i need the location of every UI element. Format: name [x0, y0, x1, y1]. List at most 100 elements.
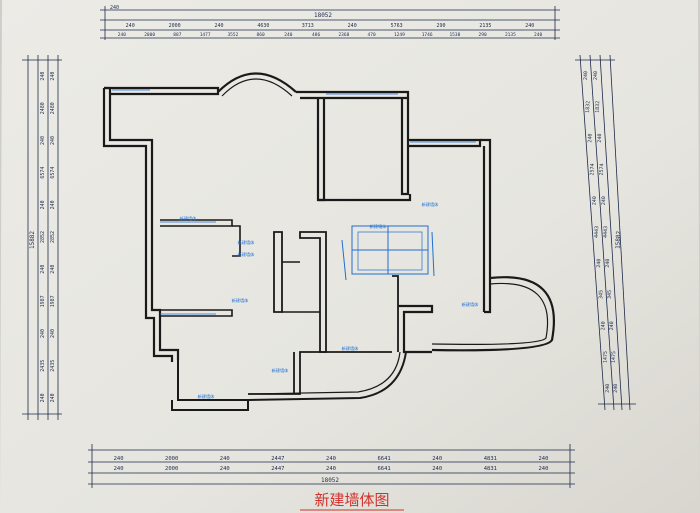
floor-plan-walls [102, 72, 555, 411]
dimension-label: 2435 [40, 360, 46, 372]
dimension-label: 2135 [505, 32, 516, 38]
center-stair-box [341, 225, 435, 281]
dimension-label: 2852 [40, 231, 46, 243]
dimension-label: 1475 [611, 351, 617, 363]
dimension-label: 1249 [394, 32, 405, 38]
dimension-label: 6641 [377, 466, 390, 472]
dimension-label: 3713 [302, 23, 314, 29]
left-overall-dimension: 15882 [29, 231, 36, 249]
wall-annotation-label: 新建墙体 [232, 297, 250, 304]
dimension-label: 2000 [165, 466, 178, 472]
dimension-label: 4443 [594, 226, 600, 238]
dimension-label: 2480 [40, 102, 46, 114]
dimension-label: 240 [432, 466, 442, 472]
dimension-label: 240 [118, 32, 126, 38]
right-dimension-chain [575, 54, 636, 411]
dimension-label: 240 [40, 136, 46, 145]
dimension-label: 2000 [144, 32, 155, 38]
dimension-label: 240 [214, 23, 223, 29]
right-overall-dimension: 15882 [615, 230, 623, 249]
dimension-label: 240 [613, 384, 619, 393]
dimension-label: 2447 [271, 456, 284, 462]
wall-annotation-label: 新建墙体 [198, 393, 216, 400]
bottom-overall-dimension: 18052 [321, 477, 339, 484]
dimension-label: 887 [173, 32, 181, 38]
drawing-title: 新建墙体图 [314, 491, 389, 509]
dimension-label: 240 [220, 466, 230, 472]
dimension-label: 240 [40, 265, 46, 274]
dimension-label: 240 [40, 393, 46, 402]
dimension-label: 240 [50, 265, 56, 274]
dimension-label: 1987 [40, 295, 46, 307]
right-dimension-row-1: 240 1832 240 2574 240 4443 240 345 240 1475 240 [583, 71, 611, 393]
dimension-label: 4831 [484, 456, 497, 462]
dimension-label: 290 [436, 23, 445, 29]
wall-annotation-label: 新建墙体 [238, 251, 256, 258]
dimension-label: 240 [50, 72, 56, 81]
dimension-label: 345 [607, 290, 613, 299]
dimension-label: 1538 [449, 32, 460, 38]
wall-annotation-label: 新建墙体 [238, 239, 256, 246]
top-overall-dimension: 18052 [314, 12, 332, 19]
right-dimension-row-2: 240 1832 240 2574 240 4443 240 345 240 1475 240 [593, 71, 619, 393]
dimension-label: 240 [40, 72, 46, 81]
dimension-label: 240 [50, 329, 56, 338]
dimension-label: 2000 [165, 456, 178, 462]
dimension-label: 240 [534, 32, 542, 38]
dimension-label: 240 [583, 71, 589, 80]
wall-annotation-label: 新建墙体 [422, 201, 440, 208]
wall-annotation-label: 新建墙体 [180, 215, 198, 222]
wall-annotation-label: 新建墙体 [462, 301, 480, 308]
dimension-label: 240 [114, 466, 124, 472]
window-markers [112, 89, 476, 315]
dimension-label: 2574 [589, 163, 595, 175]
dimension-label: 240 [326, 456, 336, 462]
dimension-label: 240 [538, 456, 548, 462]
dimension-label: 240 [326, 466, 336, 472]
dimension-label: 2000 [169, 23, 181, 29]
dimension-label: 240 [40, 329, 46, 338]
dimension-label: 1746 [422, 32, 433, 38]
dimension-label: 1475 [603, 351, 609, 363]
top-dimension-chain [100, 6, 560, 40]
dimension-label: 4831 [484, 466, 497, 472]
dimension-label: 240 [593, 71, 599, 80]
dimension-label: 240 [592, 196, 598, 205]
wall-annotation-label: 新建墙体 [342, 345, 360, 352]
dimension-label: 240 [525, 23, 534, 29]
dimension-label: 240 [596, 259, 602, 268]
dimension-label: 6574 [40, 167, 46, 179]
dimension-label: 240 [220, 456, 230, 462]
dimension-label: 240 [609, 321, 615, 330]
dimension-label: 240 [284, 32, 292, 38]
dimension-label: 240 [50, 393, 56, 402]
dimension-label: 2368 [338, 32, 349, 38]
dimension-label: 486 [312, 32, 320, 38]
dimension-label: 4630 [257, 23, 269, 29]
wall-annotation-label: 新建墙体 [370, 223, 388, 230]
dimension-label: 2135 [479, 23, 491, 29]
dimension-label: 4443 [603, 226, 609, 238]
dimension-label: 240 [601, 196, 607, 205]
dimension-label: 240 [587, 134, 593, 143]
dimension-label: 240 [348, 23, 357, 29]
dimension-label: 2574 [599, 163, 605, 175]
dimension-label: 470 [368, 32, 376, 38]
dimension-label: 860 [257, 32, 265, 38]
dimension-label: 240 [432, 456, 442, 462]
dimension-label: 1832 [585, 101, 591, 113]
bottom-dimension-chain [88, 444, 575, 488]
dimension-label: 240 [600, 321, 606, 330]
dimension-label: 5763 [391, 23, 403, 29]
dimension-label: 1832 [595, 101, 601, 113]
